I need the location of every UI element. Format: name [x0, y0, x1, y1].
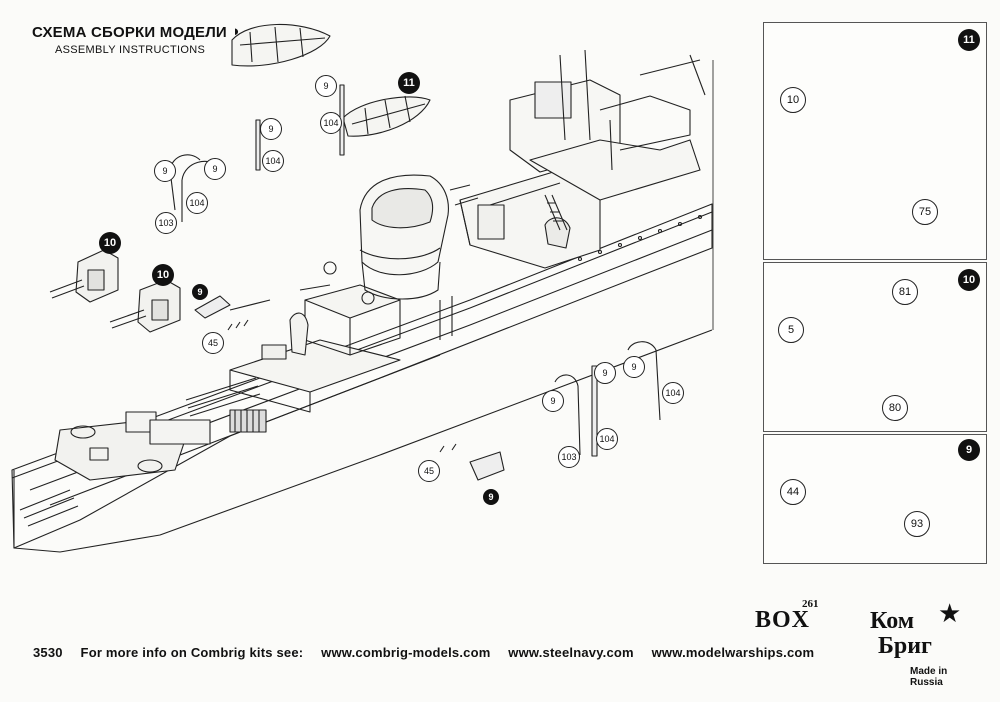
box-number: 261	[802, 598, 819, 610]
step-11-panel: 11 10 75	[763, 22, 987, 260]
part-callout: 104	[186, 192, 208, 214]
logo-text-top: Ком	[870, 608, 915, 634]
link-combrig[interactable]: www.combrig-models.com	[321, 645, 491, 660]
part-callout: 104	[596, 428, 618, 450]
step-badge: 10	[99, 232, 121, 254]
part-callout: 104	[320, 112, 342, 134]
title-russian: СХЕМА СБОРКИ МОДЕЛИ	[32, 24, 227, 41]
part-callout: 9	[542, 390, 564, 412]
step-badge: 10	[958, 269, 980, 291]
part-callout: 9	[594, 362, 616, 384]
part-callout: 5	[778, 317, 804, 343]
part-callout: 104	[262, 150, 284, 172]
part-callout: 75	[912, 199, 938, 225]
title-decoration-icon: ◗	[232, 23, 242, 40]
part-callout: 103	[155, 212, 177, 234]
step-badge: 9	[958, 439, 980, 461]
part-callout: 104	[662, 382, 684, 404]
part-callout: 103	[558, 446, 580, 468]
info-text: For more info on Combrig kits see:	[80, 645, 304, 660]
part-callout: 9	[154, 160, 176, 182]
step-badge: 9	[192, 284, 208, 300]
title-english: ASSEMBLY INSTRUCTIONS	[55, 44, 206, 56]
part-callout: 9	[204, 158, 226, 180]
step-badge: 11	[958, 29, 980, 51]
part-callout: 45	[418, 460, 440, 482]
step-9-panel: 9 44 93	[763, 434, 987, 564]
logo-text-bottom: Бриг	[878, 633, 932, 659]
part-callout: 9	[315, 75, 337, 97]
step-badge: 11	[398, 72, 420, 94]
part-callout: 81	[892, 279, 918, 305]
kit-code: 3530	[33, 645, 63, 660]
link-modelwarships[interactable]: www.modelwarships.com	[651, 645, 815, 660]
part-callout: 9	[260, 118, 282, 140]
step-10-panel: 10 81 5 80	[763, 262, 987, 432]
part-callout: 10	[780, 87, 806, 113]
part-callout: 9	[623, 356, 645, 378]
step-badge: 10	[152, 264, 174, 286]
step-badge: 9	[483, 489, 499, 505]
star-icon: ★	[938, 598, 962, 628]
combrig-logo: Ком ★ Бриг Made in Russia	[870, 598, 980, 688]
part-callout: 44	[780, 479, 806, 505]
part-callout: 80	[882, 395, 908, 421]
made-in-russia: Made in Russia	[910, 666, 948, 688]
box-label: BOX	[755, 607, 811, 633]
link-steelnavy[interactable]: www.steelnavy.com	[508, 645, 634, 660]
part-callout: 45	[202, 332, 224, 354]
footer-links: 3530 For more info on Combrig kits see: …	[33, 645, 828, 660]
part-callout: 93	[904, 511, 930, 537]
